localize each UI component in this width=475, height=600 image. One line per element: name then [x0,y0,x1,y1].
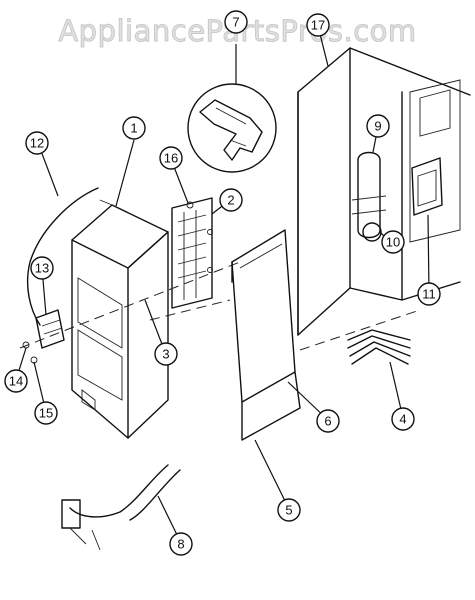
callout-11: 11 [417,282,441,306]
assembly-line-3 [299,309,421,351]
terminal-block-part [22,309,65,364]
callout-label: 14 [9,374,23,389]
small-block-part [411,157,443,216]
power-cord-part [61,464,181,551]
control-board-part [171,197,213,309]
callout-7: 7 [224,10,248,34]
assembly-line-2 [149,299,231,321]
callout-label: 7 [232,15,239,30]
callout-label: 4 [399,412,406,427]
callout-5: 5 [277,498,301,522]
callout-label: 8 [177,537,184,552]
callout-12: 12 [25,131,49,155]
callout-1: 1 [122,116,146,140]
callout-17: 17 [306,13,330,37]
callout-label: 6 [324,414,331,429]
callout-6: 6 [316,409,340,433]
bracket-detail-part [187,83,277,173]
callout-label: 15 [39,406,53,421]
callout-4: 4 [391,407,415,431]
callout-14: 14 [4,369,28,393]
callout-label: 11 [422,287,436,302]
callout-label: 10 [386,235,400,250]
callout-label: 5 [285,503,292,518]
callout-2: 2 [219,188,243,212]
cabinet-part [297,47,471,336]
callout-label: 9 [374,119,381,134]
callout-label: 12 [30,136,44,151]
callout-label: 2 [227,193,234,208]
callout-10: 10 [381,230,405,254]
callout-3: 3 [154,342,178,366]
wire-part [26,187,99,326]
callout-label: 1 [130,121,137,136]
callout-label: 17 [311,18,325,33]
callout-label: 3 [162,347,169,362]
panel-part [231,229,301,441]
assembly-line [19,261,241,349]
callout-label: 13 [35,261,49,276]
capacitor-part [351,151,387,242]
callout-15: 15 [34,401,58,425]
callout-13: 13 [30,256,54,280]
callout-8: 8 [169,532,193,556]
callout-label: 16 [164,151,178,166]
harness-part [347,329,411,365]
callout-16: 16 [159,146,183,170]
callout-9: 9 [366,114,390,138]
